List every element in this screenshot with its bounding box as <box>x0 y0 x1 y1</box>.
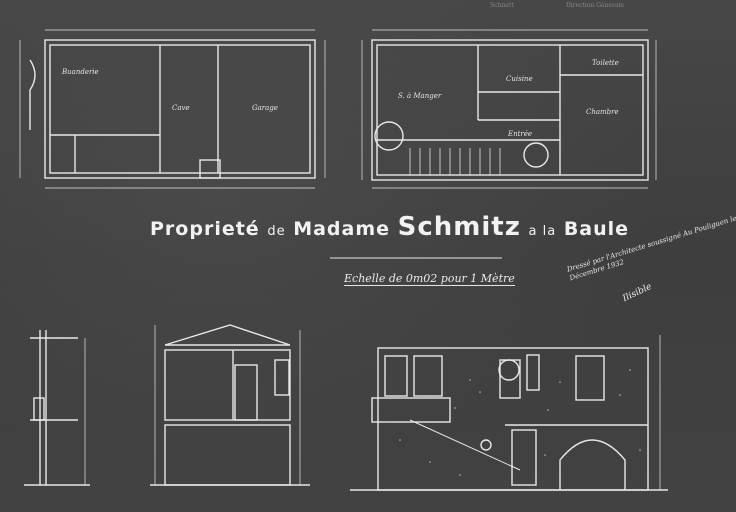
room-label: Chambre <box>586 108 619 116</box>
room-label: Buanderie <box>62 68 99 76</box>
archive-stamp-2: Direction Générale <box>566 2 624 9</box>
drawing-title: Proprieté de Madame Schmitz a la Baule <box>150 212 670 242</box>
archive-stamp: Schmitt <box>490 2 514 9</box>
title-place: Baule <box>563 218 630 240</box>
room-label: Cuisine <box>506 75 533 83</box>
room-label: Toilette <box>592 59 619 67</box>
title-word: de <box>267 224 286 239</box>
scale-label: Echelle de 0m02 pour 1 Mètre <box>344 272 515 286</box>
ground-floor-plan <box>361 29 657 189</box>
title-word: Madame <box>293 218 391 240</box>
room-label: Garage <box>252 104 278 112</box>
cross-section <box>150 324 310 486</box>
basement-plan <box>19 29 326 189</box>
title-word: Proprieté <box>150 218 260 240</box>
facade-stipple <box>399 369 641 476</box>
title-name: Schmitz <box>397 212 521 242</box>
room-label: S. à Manger <box>398 92 442 100</box>
facade-elevation <box>350 335 668 491</box>
side-section <box>24 330 90 486</box>
room-label: Entrée <box>508 130 533 138</box>
title-word: a la <box>528 224 557 239</box>
room-label: Cave <box>172 104 190 112</box>
